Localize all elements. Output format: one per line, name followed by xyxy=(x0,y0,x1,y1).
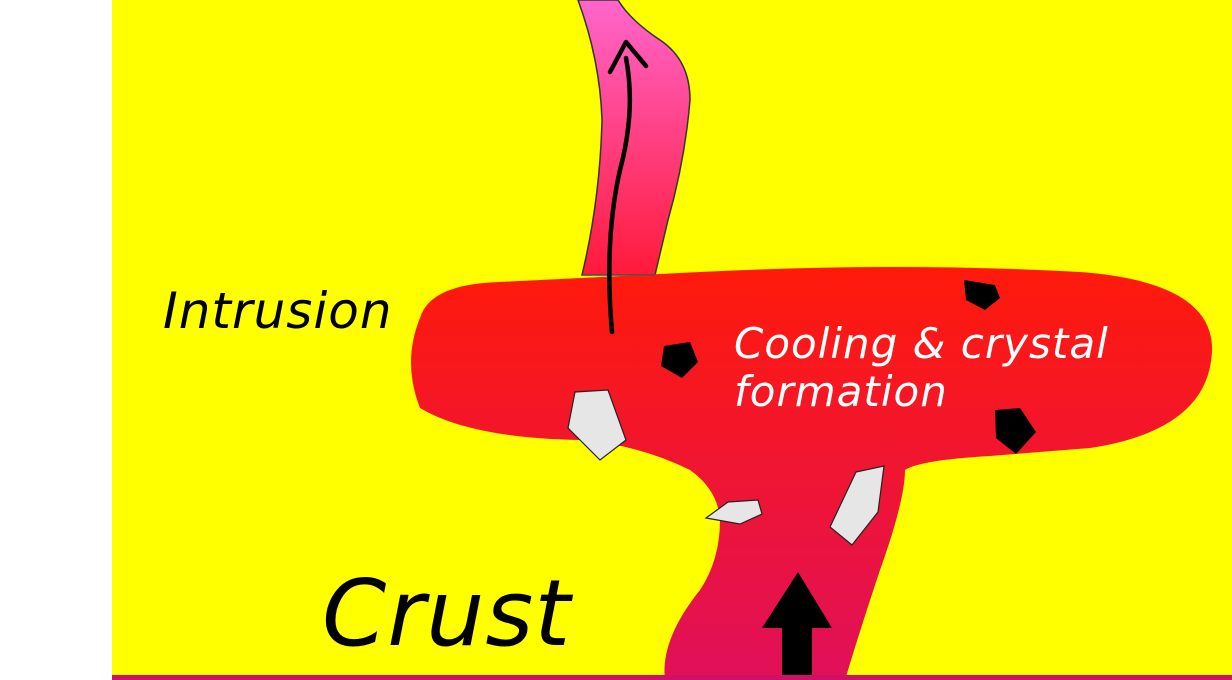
intrusion-label: Intrusion xyxy=(163,282,393,340)
cooling-label: Cooling & crystal formation xyxy=(734,320,1109,416)
upward-flow-arrow-icon xyxy=(607,39,649,75)
magma-chamber xyxy=(411,267,1213,680)
crystal-light xyxy=(829,465,885,546)
crystal-dark xyxy=(995,408,1036,454)
cooling-label-line2: formation xyxy=(734,367,948,416)
cooling-label-line1: Cooling & crystal xyxy=(734,319,1109,368)
mantle-band xyxy=(112,675,1232,680)
magma-dike xyxy=(577,0,691,276)
upward-flow-arrow-shaft xyxy=(607,55,633,335)
crust-label: Crust xyxy=(322,560,572,667)
crystal-light xyxy=(567,389,627,461)
crystal-light xyxy=(704,499,763,525)
magma-ascent-arrow-icon xyxy=(762,572,832,680)
crystal-dark xyxy=(661,342,698,378)
crystal-dark xyxy=(964,280,1000,310)
